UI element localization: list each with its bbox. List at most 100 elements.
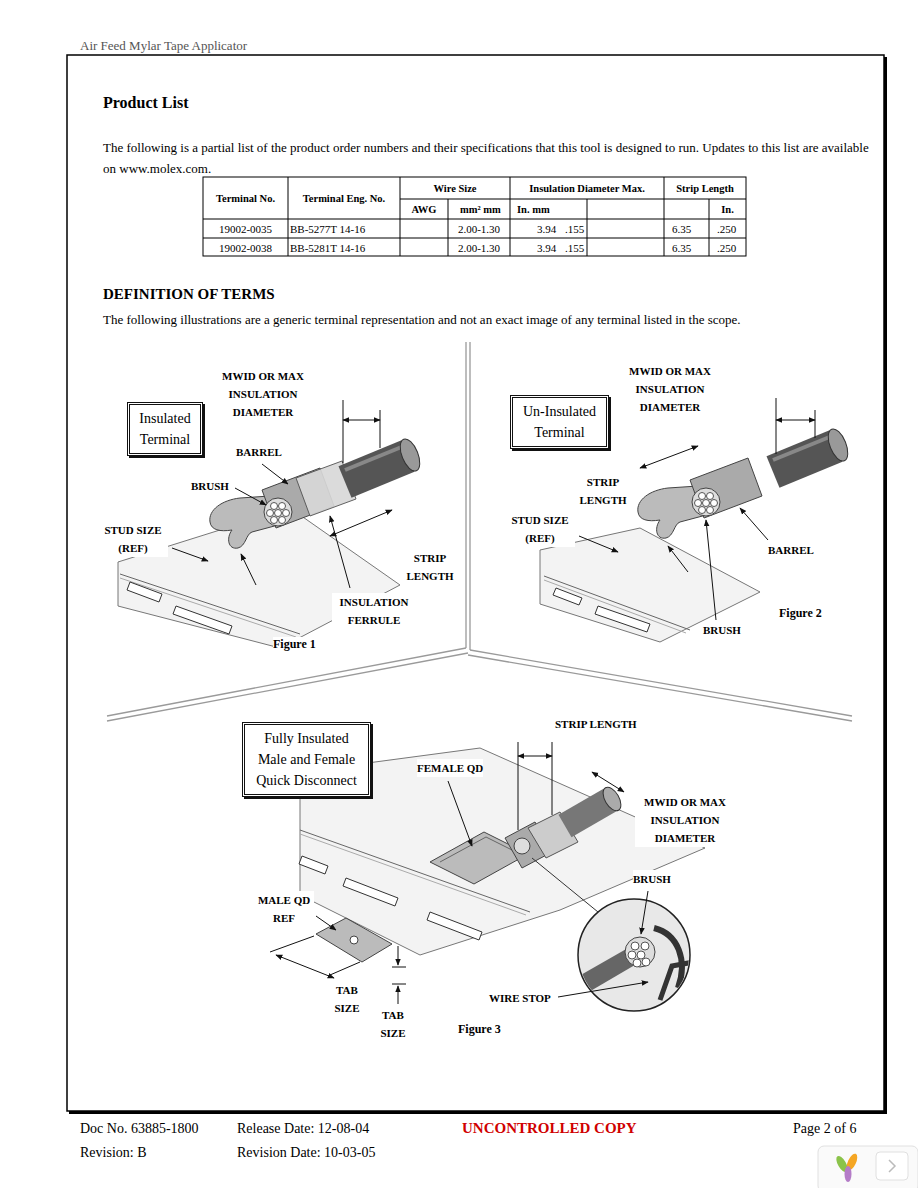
table-header: Terminal Eng. No. [288,192,400,206]
body-text: The following is a partial list of the p… [103,137,878,179]
table-header: AWG [400,203,448,217]
running-header: Air Feed Mylar Tape Applicator [80,38,247,54]
leader-line [579,398,815,620]
box-title: Un-Insulated Terminal [517,401,602,443]
table-cell: .250 [717,222,736,236]
insulated-terminal-illustration [120,578,296,637]
quick-disconnect-illustration [532,858,598,912]
leader-line [262,464,288,484]
uninsulated-terminal-illustration [544,580,686,633]
quick-disconnect-illustration [299,856,328,874]
insulated-terminal-illustration [345,446,404,470]
leader-line [398,946,399,965]
insulated-terminal-illustration [210,496,282,548]
footer-text: Page 2 of 6 [793,1121,856,1137]
leader-line [380,410,381,448]
uninsulated-terminal-illustration [711,500,718,507]
table-cell: 19002-0038 [203,241,288,255]
part-label: MWID OR MAX INSULATION DIAMETER [213,367,313,421]
leader-line [815,410,816,438]
uninsulated-terminal-illustration [695,500,702,507]
quick-disconnect-illustration [316,918,392,962]
leader-line [330,962,360,975]
viewer-logo [876,1152,908,1180]
uninsulated-terminal-illustration [824,426,852,464]
page-frame [69,1111,887,1114]
leader-line [706,520,716,620]
table-cell: 2.00-1.30 [448,241,510,255]
section-heading: DEFINITION OF TERMS [103,286,275,303]
part-label: BRUSH [633,870,671,888]
insulated-terminal-illustration [173,606,232,634]
figure-dividers [469,342,470,650]
leader-line [776,420,815,421]
insulated-terminal-illustration [279,503,286,510]
product-table-grid [203,219,746,220]
table-cell: 6.35 [672,241,691,255]
table-header: Wire Size [400,182,510,196]
copy-stamp: UNCONTROLLED COPY [462,1120,637,1137]
uninsulated-terminal-illustration [707,507,714,514]
uninsulated-terminal-illustration [773,446,836,472]
product-table-grid [664,177,665,256]
leader-line [392,967,406,968]
table-cell: .250 [717,241,736,255]
product-table-grid [709,199,710,256]
table-cell: 19002-0035 [203,222,288,236]
quick-disconnect-illustration [572,928,694,1000]
part-label: STUD SIZE (REF) [98,521,168,557]
quick-disconnect-illustration [642,958,650,966]
table-header: In. mm [517,203,550,217]
uninsulated-terminal-illustration [638,426,852,538]
leader-line [343,420,380,421]
figure-dividers [107,342,852,721]
quick-disconnect-illustration [637,951,645,959]
insulated-terminal-illustration [345,456,408,482]
leader-line [592,772,624,792]
page-frame [884,57,887,1113]
quick-disconnect-illustration [625,937,655,967]
leader-line [330,516,350,588]
product-table-grid [288,177,289,256]
box-title: Fully Insulated Male and Female Quick Di… [249,728,364,791]
product-table-grid [510,177,511,256]
figure-dividers [107,653,468,721]
footer-text: Doc No. 63885-1800 [80,1121,199,1137]
page-frame [67,55,884,1111]
insulated-terminal-illustration [396,436,424,474]
quick-disconnect-illustration [641,942,649,950]
part-label: MWID OR MAX INSULATION DIAMETER [635,793,735,847]
quick-disconnect-illustration [599,784,624,814]
leader-line [518,742,519,830]
product-table-grid [203,238,746,239]
title-box: Fully Insulated Male and Female Quick Di… [242,722,371,797]
body-text: The following illustrations are a generi… [103,309,878,330]
dimension-label: TAB SIZE [376,1006,410,1042]
uninsulated-terminal-illustration [707,493,714,500]
leader-line [776,398,777,454]
leader-line [579,536,618,552]
part-label: MWID OR MAX INSULATION DIAMETER [620,362,720,416]
viewer-logo [889,1160,895,1172]
uninsulated-terminal-illustration [638,486,710,538]
table-cell: .155 [565,241,584,255]
leader-line [641,891,648,934]
uninsulated-terminal-illustration [699,493,706,500]
dimension-label: STRIP LENGTH [555,715,637,733]
figure-caption: Figure 1 [273,637,316,652]
uninsulated-terminal-illustration [540,426,852,642]
leader-line [668,546,688,572]
uninsulated-terminal-illustration [553,588,582,605]
part-label: FEMALE QD [417,759,483,777]
quick-disconnect-illustration [427,912,482,940]
table-header: Insulation Diameter Max. [510,182,664,196]
footer-text: Release Date: 12-08-04 [237,1121,369,1137]
insulated-terminal-illustration [127,582,162,602]
section-heading: Product List [103,94,188,112]
insulated-terminal-illustration [264,498,292,526]
leader-line [558,982,648,997]
insulated-terminal-illustration [271,517,278,524]
insulated-terminal-illustration [279,517,286,524]
quick-disconnect-illustration [300,830,530,912]
